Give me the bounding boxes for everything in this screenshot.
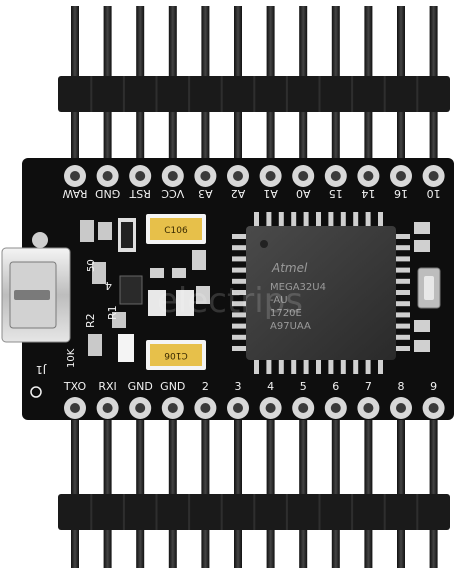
chip-line-4: A97UAA (270, 321, 311, 332)
chip-line-3: 1720E (270, 308, 302, 319)
capacitor-bottom: C106 (146, 340, 206, 370)
silk-10k: 10K (66, 348, 77, 368)
header-pin (103, 404, 112, 568)
bottom-pin-label: 4 (267, 380, 274, 393)
bottom-pin-label: 5 (300, 380, 307, 393)
silk-50: 50 (86, 259, 97, 272)
bottom-pin-label: 3 (235, 380, 242, 393)
bottom-pin-label: 6 (332, 380, 339, 393)
top-pin-label: 16 (394, 187, 408, 200)
chip-line-2: -AU (270, 295, 288, 306)
silk-r1: R1 (106, 305, 119, 320)
capacitor-top: C106 (146, 214, 206, 244)
top-pin-label: RST (129, 187, 151, 200)
silkscreen-misc: J1 R2 R1 10K 50 4 (30, 259, 119, 398)
top-pin-label: 10 (427, 187, 441, 200)
bottom-pin-label: GND (128, 380, 153, 393)
header-pin (136, 404, 145, 568)
top-pin-label: A0 (296, 187, 311, 200)
bottom-pad-row (64, 397, 445, 419)
top-pin-labels: RAW GND RST VCC A3 A2 A1 A0 15 14 16 10 (62, 187, 440, 200)
header-pin (71, 404, 79, 568)
bottom-pin-header (58, 404, 450, 568)
bottom-pin-label: 2 (202, 380, 209, 393)
top-pin-header (58, 6, 450, 174)
header-pin (234, 404, 242, 568)
header-pin (299, 404, 308, 568)
top-pin-label: A2 (231, 187, 246, 200)
header-pin (201, 404, 210, 568)
top-pin-label: 15 (329, 187, 343, 200)
bottom-pin-label: TXO (63, 380, 87, 393)
chip-logo: Atmel (271, 261, 308, 275)
atmega32u4-chip: Atmel MEGA32U4 -AU 1720E A97UAA (232, 212, 410, 374)
top-pin-label: RAW (62, 187, 87, 200)
watermark: electrips (157, 281, 303, 321)
top-pin-label: 14 (361, 187, 375, 200)
header-pin (364, 404, 373, 568)
top-pad-row (64, 165, 445, 187)
capacitor-top-label: C106 (164, 226, 188, 236)
header-pin (168, 404, 177, 568)
top-pin-label: A1 (263, 187, 278, 200)
header-pin (266, 404, 275, 568)
bottom-pin-label: 8 (398, 380, 405, 393)
silk-j1: J1 (36, 363, 47, 376)
top-pin-label: VCC (161, 187, 184, 200)
top-pin-label: A3 (198, 187, 213, 200)
header-pin (429, 404, 438, 568)
top-pin-label: GND (95, 187, 120, 200)
silk-r2: R2 (84, 313, 97, 328)
bottom-pin-label: GND (160, 380, 185, 393)
capacitor-bottom-label: C106 (164, 350, 188, 360)
header-pin (331, 404, 340, 568)
small-components (80, 218, 441, 362)
header-pin (397, 404, 405, 568)
chip-line-1: MEGA32U4 (270, 282, 326, 293)
micro-usb-connector (1, 232, 71, 343)
bottom-pin-labels: TXO RXI GND GND 2 3 4 5 6 7 8 9 (63, 380, 437, 393)
bottom-pin-label: RXI (98, 380, 116, 393)
bottom-pin-label: 7 (365, 380, 372, 393)
bottom-pin-label: 9 (430, 380, 437, 393)
silk-4: 4 (105, 279, 112, 292)
